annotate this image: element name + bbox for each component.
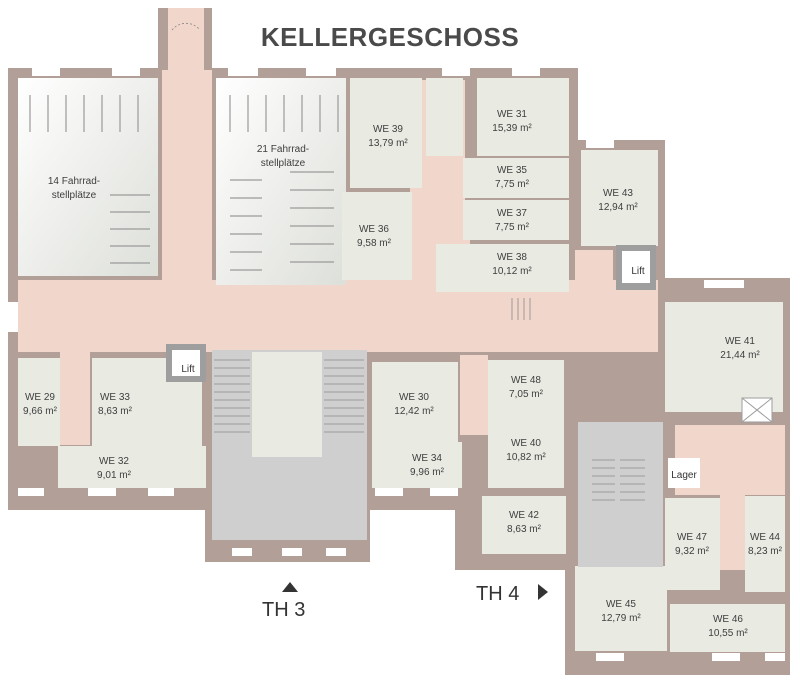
th3-arrow-icon [282, 582, 298, 592]
windows [8, 68, 785, 661]
entrance-passage [168, 8, 204, 70]
label-we43-area: 12,94 m² [598, 202, 638, 213]
bike-racks [29, 95, 339, 271]
label-we34-name: WE 34 [412, 453, 442, 464]
rooms [18, 78, 785, 652]
room-we37 [463, 200, 569, 240]
label-we31-name: WE 31 [497, 109, 527, 120]
room-we35 [463, 158, 569, 198]
label-we36-name: WE 36 [359, 224, 389, 235]
label-we39-area: 13,79 m² [368, 138, 408, 149]
label-we46-area: 10,55 m² [708, 628, 748, 639]
room-we41 [665, 302, 783, 412]
label-we44-name: WE 44 [750, 532, 780, 543]
label-we33-area: 8,63 m² [98, 406, 133, 417]
label-we47-name: WE 47 [677, 532, 707, 543]
room-we46 [670, 604, 785, 652]
room-we47 [665, 498, 720, 590]
room-we31-hall [426, 78, 463, 156]
room-we32 [58, 446, 206, 488]
room-we44 [745, 496, 785, 592]
label-we45-name: WE 45 [606, 599, 636, 610]
label-we33-name: WE 33 [100, 392, 130, 403]
label-we42-area: 8,63 m² [507, 524, 542, 535]
label-we44-area: 8,23 m² [748, 546, 783, 557]
label-we39-name: WE 39 [373, 124, 403, 135]
label-bike14-line2: stellplätze [52, 190, 97, 201]
room-bike14 [18, 78, 158, 276]
corridor-steps [511, 298, 531, 320]
label-we43-name: WE 43 [603, 188, 633, 199]
th4-arrow-icon [538, 584, 548, 600]
label-we40-name: WE 40 [511, 438, 541, 449]
label-we31-area: 15,39 m² [492, 123, 532, 134]
label-we30-area: 12,42 m² [394, 406, 434, 417]
room-we38 [436, 244, 569, 292]
label-th4: TH 4 [476, 583, 519, 605]
room-we39 [350, 78, 422, 188]
room-lager [668, 458, 700, 488]
label-we42-name: WE 42 [509, 510, 539, 521]
label-lager: Lager [671, 470, 697, 481]
room-labels: WE 39 13,79 m² WE 31 15,39 m² WE 35 7,75… [23, 109, 783, 639]
label-we41-area: 21,44 m² [720, 350, 760, 361]
label-bike21-line2: stellplätze [261, 158, 306, 169]
label-we48-name: WE 48 [511, 375, 541, 386]
label-lift-left: Lift [181, 364, 195, 375]
room-we29 [18, 358, 60, 446]
label-we37-area: 7,75 m² [495, 222, 530, 233]
label-we35-name: WE 35 [497, 165, 527, 176]
label-we29-area: 9,66 m² [23, 406, 58, 417]
label-lift-right: Lift [631, 266, 645, 277]
room-we43 [581, 150, 658, 246]
room-we31 [477, 78, 569, 156]
service-shaft [741, 397, 773, 423]
label-we46-name: WE 46 [713, 614, 743, 625]
label-bike21-line1: 21 Fahrrad- [257, 144, 309, 155]
room-bike21 [216, 78, 346, 285]
room-we48 [488, 360, 564, 412]
room-we34 [372, 442, 462, 488]
label-we37-name: WE 37 [497, 208, 527, 219]
room-we30 [372, 362, 458, 442]
label-we32-area: 9,01 m² [97, 470, 132, 481]
label-we35-area: 7,75 m² [495, 179, 530, 190]
label-th3: TH 3 [262, 599, 305, 621]
label-we36-area: 9,58 m² [357, 238, 392, 249]
label-bike14-line1: 14 Fahrrad- [48, 176, 100, 187]
room-we42 [482, 496, 566, 554]
label-we29-name: WE 29 [25, 392, 55, 403]
label-we48-area: 7,05 m² [509, 389, 544, 400]
label-we30-name: WE 30 [399, 392, 429, 403]
label-we38-area: 10,12 m² [492, 266, 532, 277]
label-we32-name: WE 32 [99, 456, 129, 467]
label-we34-area: 9,96 m² [410, 467, 445, 478]
label-we38-name: WE 38 [497, 252, 527, 263]
room-we40 [488, 412, 564, 488]
stairwell-th3 [212, 350, 367, 540]
label-we47-area: 9,32 m² [675, 546, 710, 557]
label-we45-area: 12,79 m² [601, 613, 641, 624]
label-we40-area: 10,82 m² [506, 452, 546, 463]
plan-title: KELLERGESCHOSS [260, 22, 520, 52]
entrance-door-swing [171, 22, 201, 31]
label-we41-name: WE 41 [725, 336, 755, 347]
room-we36 [342, 192, 412, 280]
room-we45 [575, 566, 667, 651]
stairwell-th4 [578, 422, 663, 567]
